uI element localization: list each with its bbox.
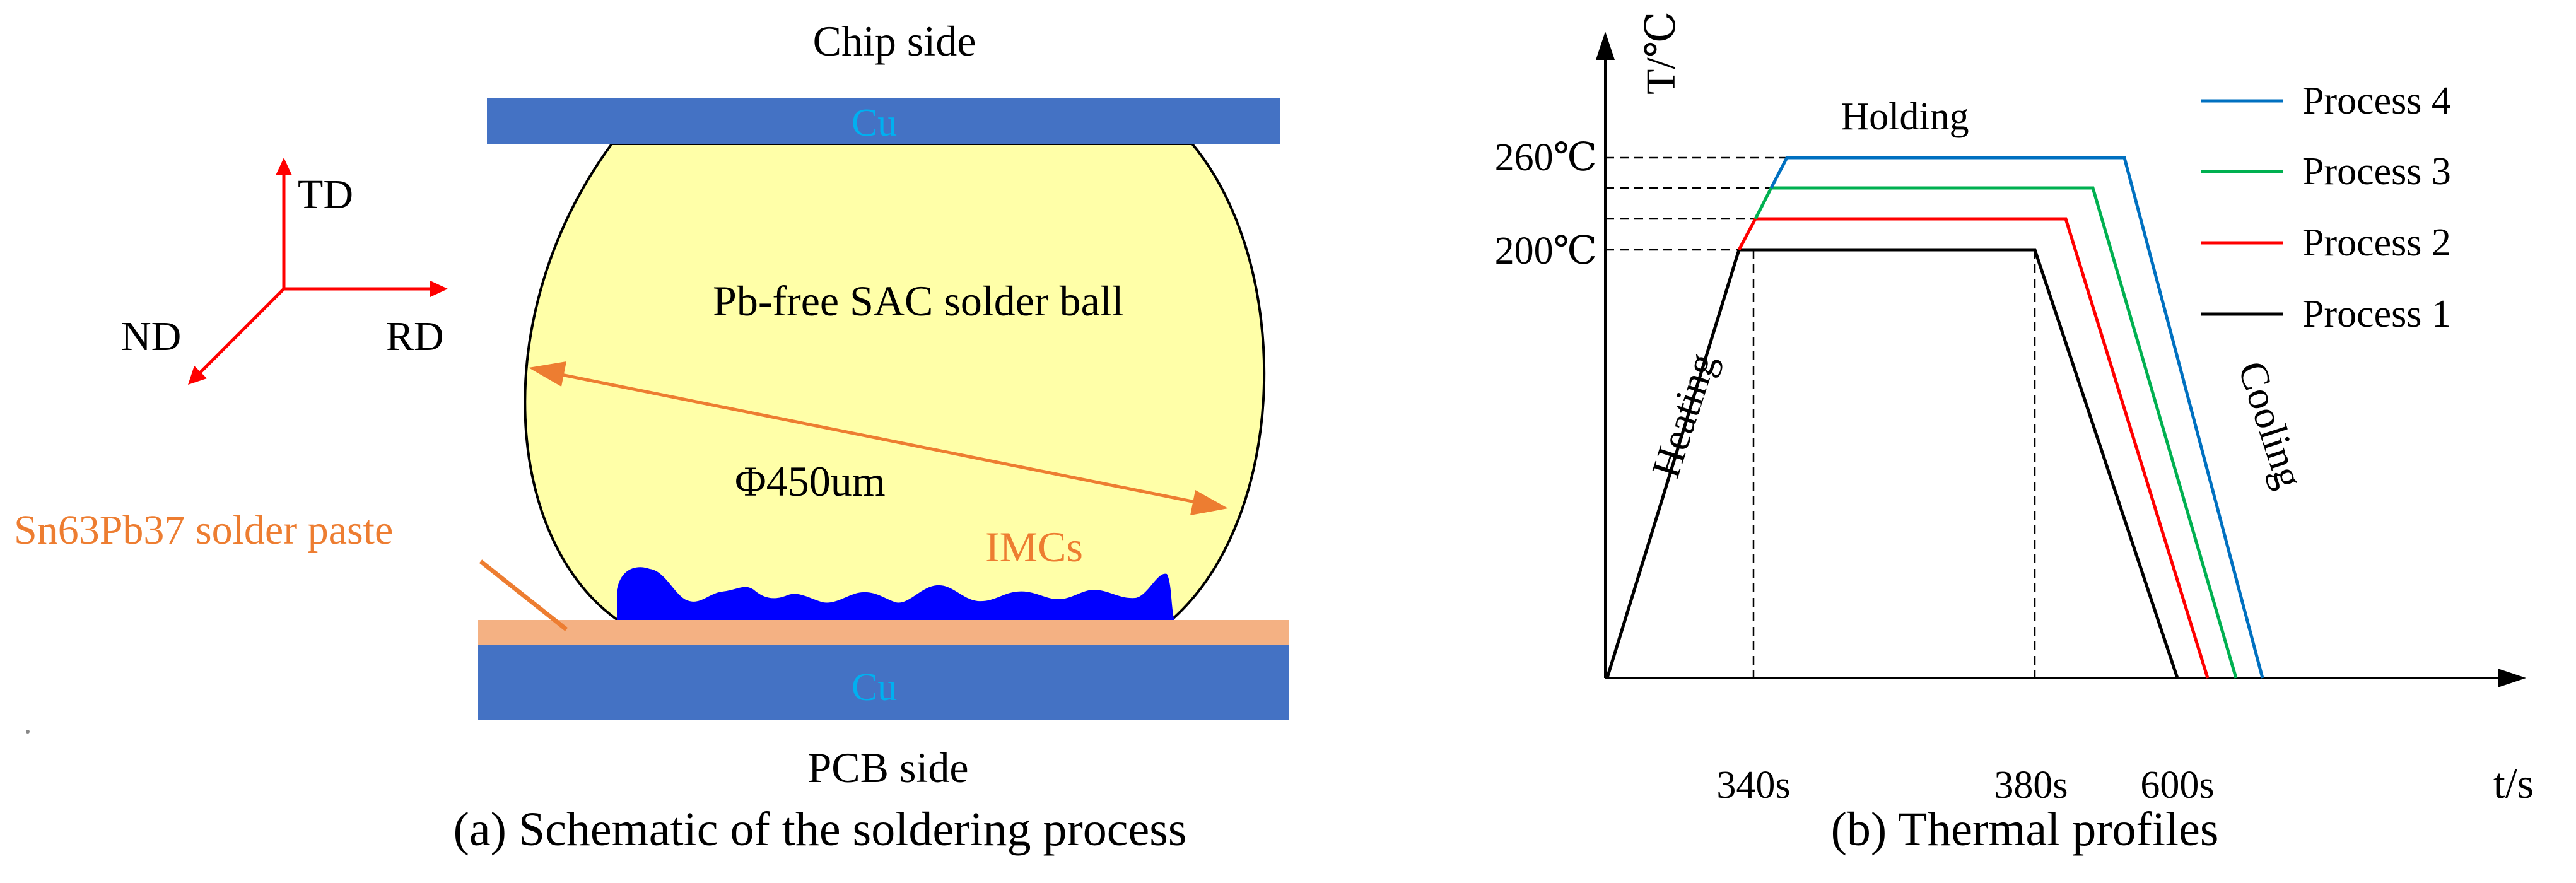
diameter-label: Φ450um [735,457,886,505]
diameter-arrow [529,361,1228,515]
x-tick-label: 380s [1994,764,2068,807]
heating-stage-label: Heating [1642,348,1724,483]
chip-side-label: Chip side [813,17,976,65]
y-axis-label: T/℃ [1638,11,1684,95]
rd-axis-label: RD [386,313,444,360]
nd-axis-label: ND [121,313,181,360]
legend-label-process-4: Process 4 [2302,79,2451,122]
process-1-curve [1605,248,2179,679]
solder-paste-label: Sn63Pb37 solder paste [14,507,393,553]
legend-label-process-1: Process 1 [2302,293,2451,336]
y-axis-arrow [1596,32,1615,60]
top-copper-pad [487,98,1280,144]
guide-lines [1605,156,2036,678]
legend: Process 4 Process 3 Process 2 Process 1 [2201,79,2451,336]
stray-dot [26,730,30,734]
y-tick-label: 260℃ [1495,136,1597,179]
panel-a-caption: (a) Schematic of the soldering process [454,803,1187,856]
td-axis-label: TD [298,172,353,218]
x-axis-arrow [2498,669,2526,687]
panel-b-caption: (b) Thermal profiles [1831,803,2219,856]
bottom-copper-pad [478,645,1289,720]
x-tick-label: 340s [1716,764,1790,807]
panel-a-schematic: Chip side Cu Cu Pb-free SAC solder ball … [14,17,1289,856]
legend-label-process-3: Process 3 [2302,150,2451,193]
pcb-side-label: PCB side [807,744,968,792]
x-tick-label: 600s [2140,764,2214,807]
process-4-curve [1769,156,2264,679]
bottom-pad-label: Cu [852,666,897,709]
imc-layer [617,567,1174,621]
plot-axes [1596,32,2526,687]
process-3-curve [1753,186,2238,679]
imc-label: IMCs [985,523,1083,571]
cooling-stage-label: Cooling [2230,356,2312,493]
holding-stage-label: Holding [1841,95,1969,138]
coordinate-axes [188,158,448,385]
solder-paste-layer [478,620,1289,645]
process-2-curve [1737,217,2210,679]
y-tick-label: 200℃ [1495,230,1597,272]
panel-b-thermal-profiles: T/℃ t/s 260℃ 200℃ 340s 380s 600s Holding… [1495,11,2534,856]
x-axis-label: t/s [2493,759,2534,807]
top-pad-label: Cu [852,102,897,144]
solder-ball-label: Pb-free SAC solder ball [713,277,1124,325]
legend-label-process-2: Process 2 [2302,221,2451,264]
solder-paste-leader [479,559,568,631]
solder-ball [524,143,1266,623]
